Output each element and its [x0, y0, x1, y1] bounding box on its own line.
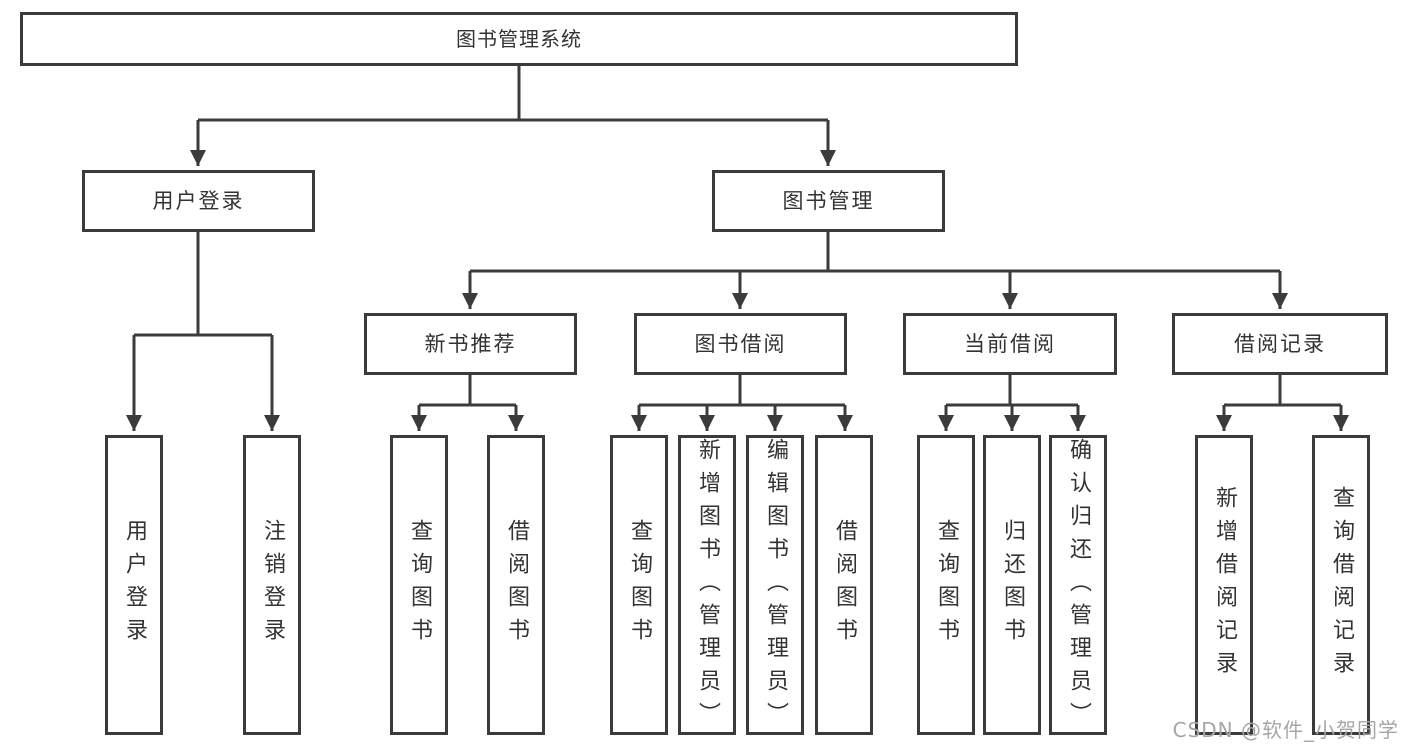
csdn-watermark: CSDN @软件_小贺同学	[1172, 718, 1399, 742]
leaf-add-borrow-record: 新增借阅记录	[1195, 435, 1253, 735]
leaf-borrow-books-recommend: 借阅图书	[487, 435, 545, 735]
leaf-return-books: 归还图书	[983, 435, 1041, 735]
leaf-logout: 注销登录	[243, 435, 301, 735]
leaf-borrow-books-borrowing: 借阅图书	[815, 435, 873, 735]
leaf-confirm-return-admin: 确认归还（管理员）	[1049, 435, 1107, 735]
leaf-query-books-recommend: 查询图书	[390, 435, 448, 735]
leaf-edit-books-admin: 编辑图书（管理员）	[746, 435, 804, 735]
node-book-management-branch: 图书管理	[712, 170, 945, 232]
node-book-borrowing: 图书借阅	[634, 313, 847, 375]
leaf-add-books-admin: 新增图书（管理员）	[678, 435, 736, 735]
node-user-login-branch: 用户登录	[82, 170, 315, 232]
leaf-query-books-current: 查询图书	[917, 435, 975, 735]
node-new-book-recommendation: 新书推荐	[364, 313, 577, 375]
node-current-borrowing: 当前借阅	[903, 313, 1117, 375]
leaf-query-books-borrowing: 查询图书	[610, 435, 668, 735]
node-borrowing-records: 借阅记录	[1172, 313, 1388, 375]
node-root-book-management-system: 图书管理系统	[20, 12, 1018, 66]
leaf-query-borrow-record: 查询借阅记录	[1312, 435, 1370, 735]
leaf-user-login: 用户登录	[105, 435, 163, 735]
